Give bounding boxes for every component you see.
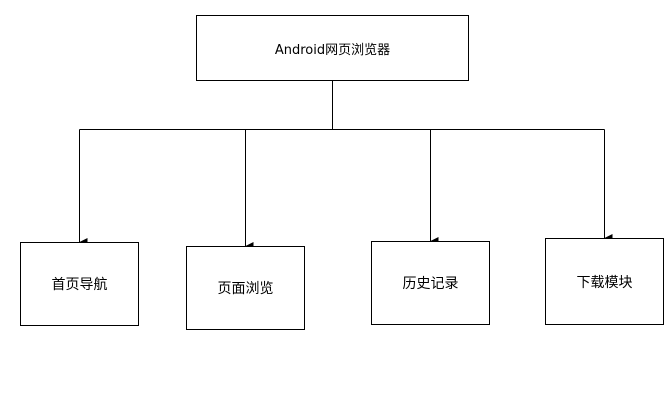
child-node-label: 历史记录: [402, 276, 459, 292]
child-node-download-module: 下载模块: [545, 238, 664, 325]
child-node-label: 页面浏览: [217, 281, 274, 297]
root-node-label: Android网页浏览器: [274, 42, 391, 58]
child-node-page-browsing: 页面浏览: [186, 246, 305, 330]
root-node: Android网页浏览器: [196, 15, 469, 81]
child-node-label: 首页导航: [51, 277, 108, 293]
child-node-label: 下载模块: [576, 274, 633, 291]
child-node-history: 历史记录: [371, 241, 490, 325]
child-node-home-navigation: 首页导航: [20, 242, 139, 326]
